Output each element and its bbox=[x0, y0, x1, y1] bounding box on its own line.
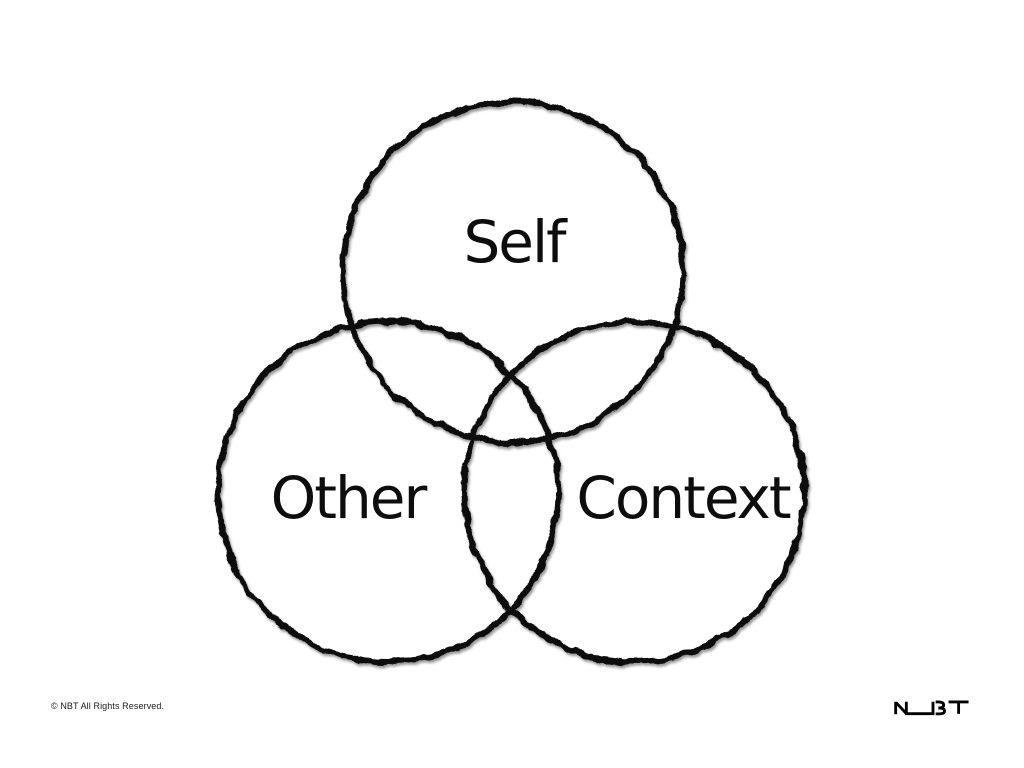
copyright-text: © NBT All Rights Reserved. bbox=[51, 701, 165, 711]
circle-label-context: Context bbox=[576, 464, 791, 532]
circle-label-other: Other bbox=[270, 464, 428, 532]
nbt-logo bbox=[894, 700, 969, 716]
circle-self bbox=[340, 99, 686, 445]
circle-other bbox=[215, 319, 561, 665]
circle-context bbox=[461, 319, 807, 665]
circle-label-self: Self bbox=[463, 208, 566, 276]
